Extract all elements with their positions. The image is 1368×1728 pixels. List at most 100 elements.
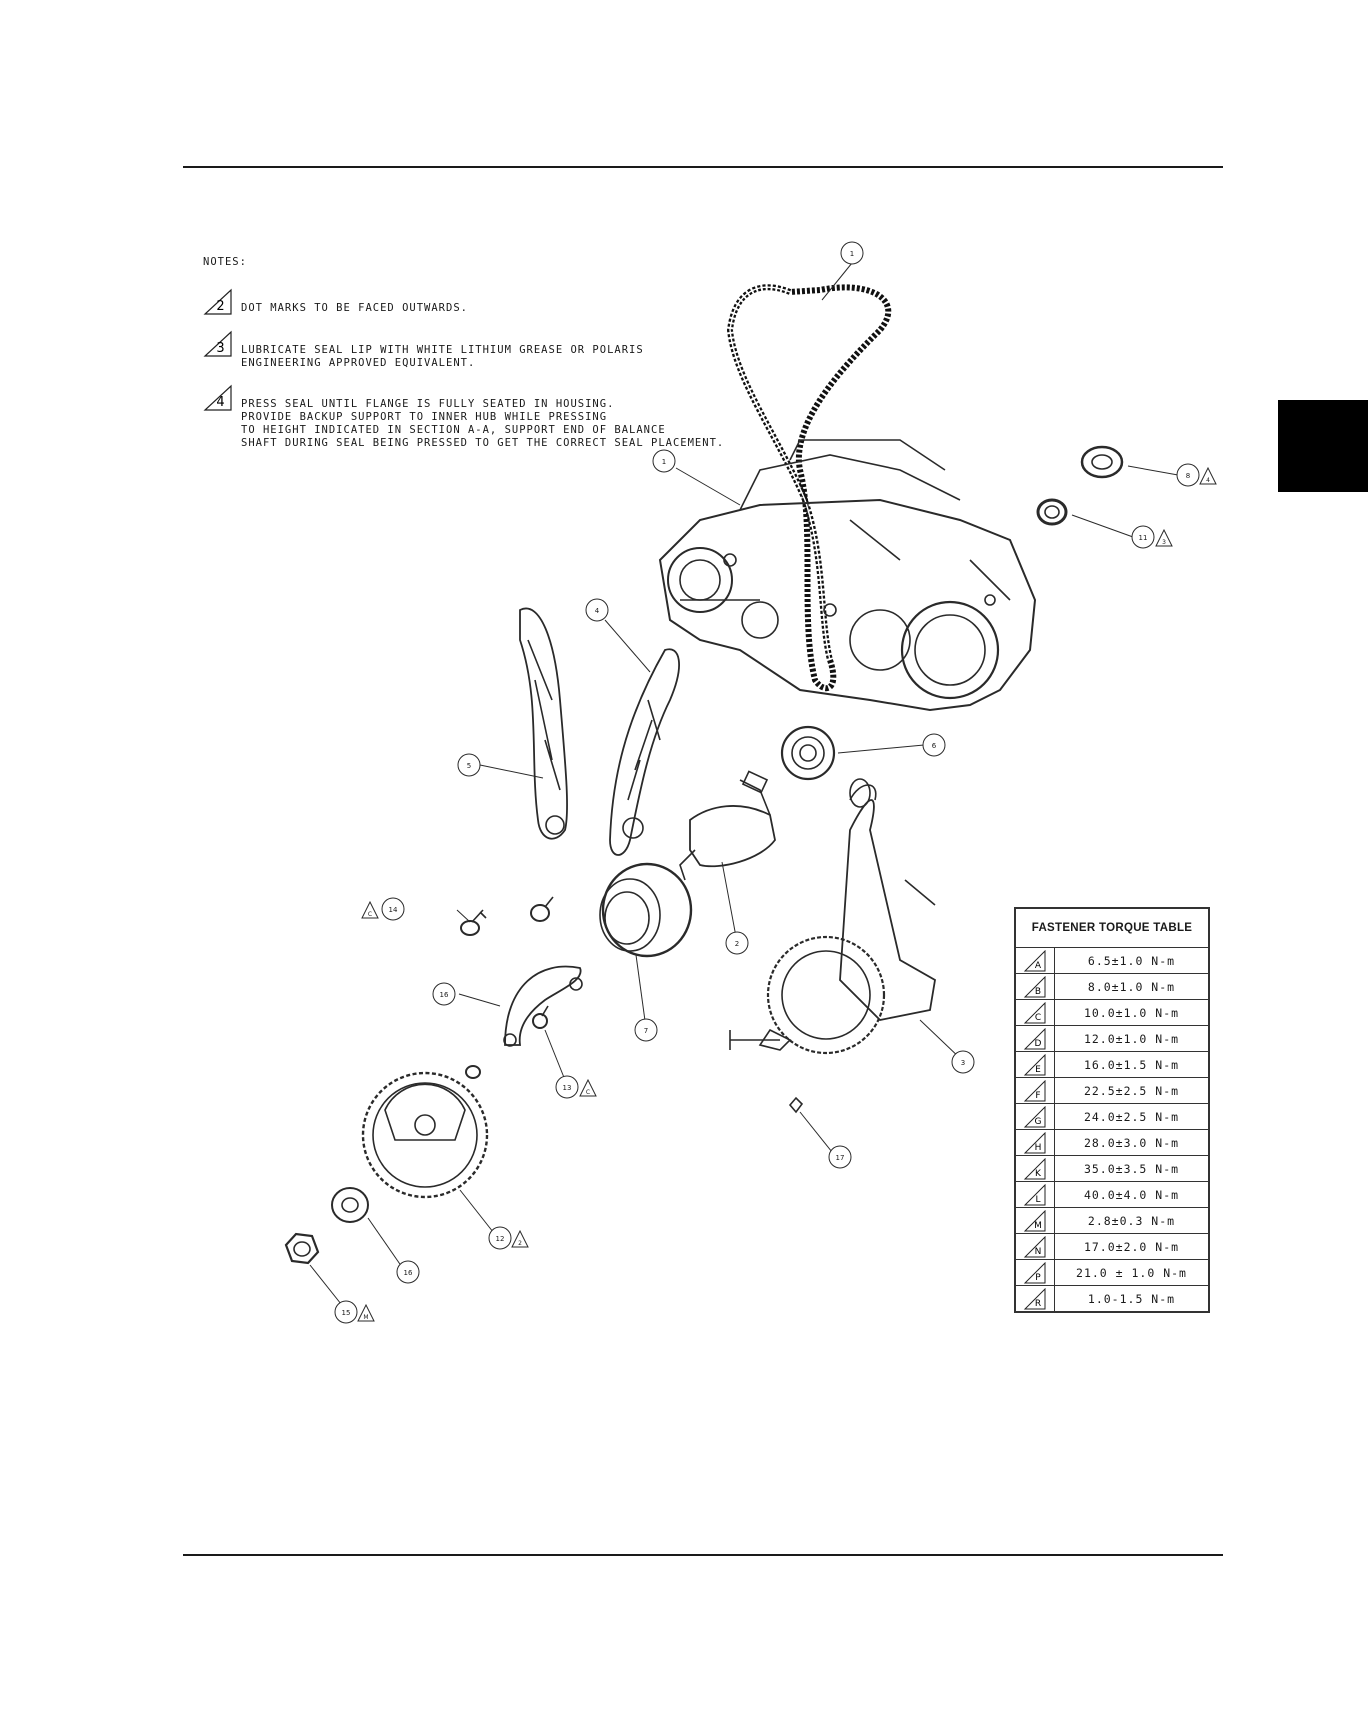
svg-text:R: R xyxy=(1035,1299,1041,1309)
torque-symbol: N xyxy=(1014,1233,1055,1260)
torque-symbol: C xyxy=(1014,999,1055,1026)
svg-text:A: A xyxy=(1035,961,1042,971)
retainer-plate-16 xyxy=(503,965,583,1047)
torque-triangle-icon: P xyxy=(1023,1262,1046,1284)
torque-symbol: M xyxy=(1014,1207,1055,1234)
callout-16-retainer: 16 xyxy=(432,982,456,1006)
torque-row: G 24.0±2.5 N-m xyxy=(1014,1103,1210,1130)
callout-5: 5 xyxy=(457,753,481,777)
svg-text:2: 2 xyxy=(518,1240,522,1247)
torque-row: E 16.0±1.5 N-m xyxy=(1014,1051,1210,1078)
svg-text:P: P xyxy=(1035,1273,1041,1283)
svg-text:16: 16 xyxy=(404,1269,413,1277)
note-text: TO HEIGHT INDICATED IN SECTION A-A, SUPP… xyxy=(241,424,666,436)
note-text: PROVIDE BACKUP SUPPORT TO INNER HUB WHIL… xyxy=(241,411,608,423)
crankcase xyxy=(658,439,1037,712)
torque-symbol: E xyxy=(1014,1051,1055,1078)
callout-13: 13 C xyxy=(555,1075,597,1099)
svg-text:11: 11 xyxy=(1139,534,1148,542)
svg-text:M: M xyxy=(1034,1221,1042,1231)
torque-row: M 2.8±0.3 N-m xyxy=(1014,1207,1210,1234)
torque-value: 24.0±2.5 N-m xyxy=(1054,1103,1210,1130)
torque-symbol: F xyxy=(1014,1077,1055,1104)
svg-text:14: 14 xyxy=(389,906,398,914)
torque-triangle-icon: B xyxy=(1023,976,1046,998)
torque-symbol: P xyxy=(1014,1259,1055,1286)
torque-value: 22.5±2.5 N-m xyxy=(1054,1077,1210,1104)
notes-title: NOTES: xyxy=(203,256,247,268)
svg-text:12: 12 xyxy=(496,1235,505,1243)
callout-8: 8 4 xyxy=(1176,463,1217,487)
torque-row: B 8.0±1.0 N-m xyxy=(1014,973,1210,1000)
torque-triangle-icon: H xyxy=(1023,1132,1046,1154)
torque-triangle-icon: M xyxy=(1023,1210,1046,1232)
torque-symbol: A xyxy=(1014,947,1055,974)
svg-text:13: 13 xyxy=(563,1084,572,1092)
torque-value: 8.0±1.0 N-m xyxy=(1054,973,1210,1000)
chapter-tab xyxy=(1278,400,1368,492)
svg-text:C: C xyxy=(1035,1013,1041,1023)
torque-symbol: L xyxy=(1014,1181,1055,1208)
torque-value: 2.8±0.3 N-m xyxy=(1054,1207,1210,1234)
torque-triangle-icon: F xyxy=(1023,1080,1046,1102)
torque-triangle-icon: G xyxy=(1023,1106,1046,1128)
torque-row: H 28.0±3.0 N-m xyxy=(1014,1129,1210,1156)
svg-text:N: N xyxy=(1035,1247,1042,1257)
torque-symbol: H xyxy=(1014,1129,1055,1156)
svg-text:3: 3 xyxy=(216,341,225,356)
torque-value: 35.0±3.5 N-m xyxy=(1054,1155,1210,1182)
svg-text:C: C xyxy=(586,1089,590,1096)
callout-12: 12 2 xyxy=(488,1226,529,1250)
torque-row: A 6.5±1.0 N-m xyxy=(1014,947,1210,974)
torque-triangle-icon: L xyxy=(1023,1184,1046,1206)
torque-value: 16.0±1.5 N-m xyxy=(1054,1051,1210,1078)
torque-symbol: B xyxy=(1014,973,1055,1000)
torque-table-title: FASTENER TORQUE TABLE xyxy=(1014,907,1210,948)
callout-3: 3 xyxy=(951,1050,975,1074)
svg-text:4: 4 xyxy=(595,607,600,615)
torque-symbol: D xyxy=(1014,1025,1055,1052)
svg-text:4: 4 xyxy=(1206,477,1210,484)
torque-symbol: R xyxy=(1014,1285,1055,1313)
bearing-6 xyxy=(780,725,836,781)
torque-triangle-icon: N xyxy=(1023,1236,1046,1258)
note-text: DOT MARKS TO BE FACED OUTWARDS. xyxy=(241,302,468,314)
bolt-14 xyxy=(460,909,487,936)
callout-15: 15 M xyxy=(334,1300,375,1324)
callout-6: 6 xyxy=(922,733,946,757)
callout-4: 4 xyxy=(585,598,609,622)
torque-symbol: K xyxy=(1014,1155,1055,1182)
torque-value: 10.0±1.0 N-m xyxy=(1054,999,1210,1026)
nut-15 xyxy=(284,1232,320,1265)
screw-13 xyxy=(532,1005,549,1029)
svg-text:C: C xyxy=(368,911,372,918)
svg-text:2: 2 xyxy=(735,940,739,948)
note-item: 4 PRESS SEAL UNTIL FLANGE IS FULLY SEATE… xyxy=(203,384,723,450)
torque-value: 28.0±3.0 N-m xyxy=(1054,1129,1210,1156)
note-text: LUBRICATE SEAL LIP WITH WHITE LITHIUM GR… xyxy=(241,344,644,356)
cam-chain xyxy=(726,284,892,692)
washer-16 xyxy=(331,1187,369,1223)
torque-symbol: G xyxy=(1014,1103,1055,1130)
crankshaft-3 xyxy=(729,778,936,1055)
note-item: 3 LUBRICATE SEAL LIP WITH WHITE LITHIUM … xyxy=(203,330,703,370)
note-triangle-icon: 4 xyxy=(203,384,232,411)
chain-tensioner-blade-4 xyxy=(609,648,680,856)
dowel-pin-17 xyxy=(788,1096,804,1114)
callout-17: 17 xyxy=(828,1145,852,1169)
note-text: PRESS SEAL UNTIL FLANGE IS FULLY SEATED … xyxy=(241,398,615,410)
torque-triangle-icon: E xyxy=(1023,1054,1046,1076)
svg-text:8: 8 xyxy=(1186,472,1190,480)
torque-triangle-icon: R xyxy=(1023,1288,1046,1310)
svg-text:1: 1 xyxy=(662,458,666,466)
callout-7: 7 xyxy=(634,1018,658,1042)
svg-text:5: 5 xyxy=(467,762,471,770)
torque-value: 6.5±1.0 N-m xyxy=(1054,947,1210,974)
